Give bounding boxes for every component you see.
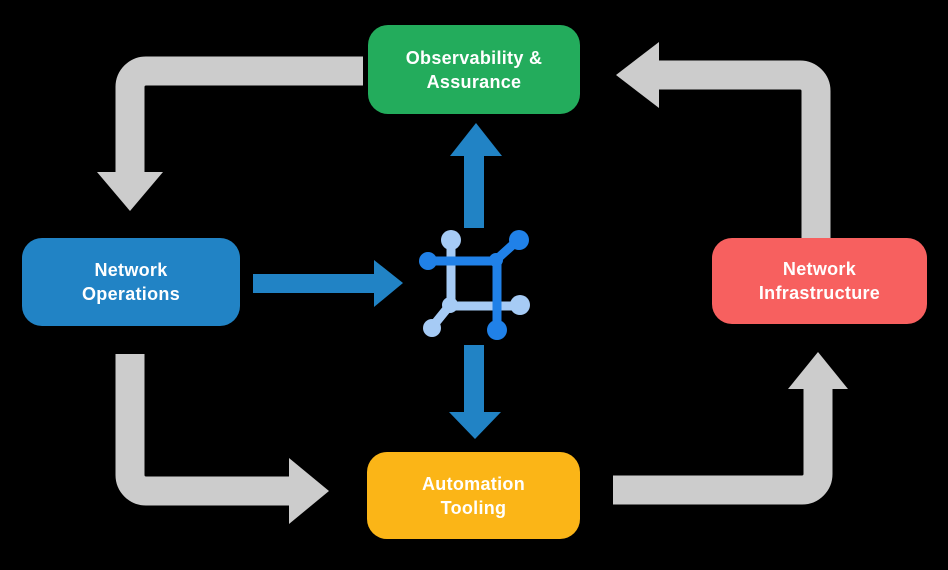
node-label-line: Observability & [405,47,543,68]
node-label-line: Automation [422,473,525,494]
node-label-line: Network [94,260,168,280]
arrow-infrastructure-to-observability [616,42,831,240]
arrow-icon-to-observability [450,123,502,228]
node-label: Observability & Assurance [406,46,543,94]
arrow-operations-to-automation [115,354,329,524]
node-label-line: Infrastructure [758,283,881,303]
node-label-line: Network [782,259,857,279]
node-observability-assurance: Observability & Assurance [368,25,580,114]
node-label: Automation Tooling [422,472,525,520]
node-label-line: Operations [81,284,181,304]
network-mesh-icon [419,230,530,340]
node-label: Network Operations [82,258,180,306]
node-network-infrastructure: Network Infrastructure [712,238,927,324]
arrow-operations-to-icon [253,260,403,307]
node-label-line: Assurance [426,71,522,92]
node-automation-tooling: Automation Tooling [367,452,580,539]
node-label: Network Infrastructure [759,257,880,305]
node-network-operations: Network Operations [22,238,240,326]
arrow-icon-to-automation [449,345,501,439]
node-label-line: Tooling [440,497,507,518]
arrow-observability-to-operations [97,56,363,211]
arrow-automation-to-infrastructure [613,352,848,505]
